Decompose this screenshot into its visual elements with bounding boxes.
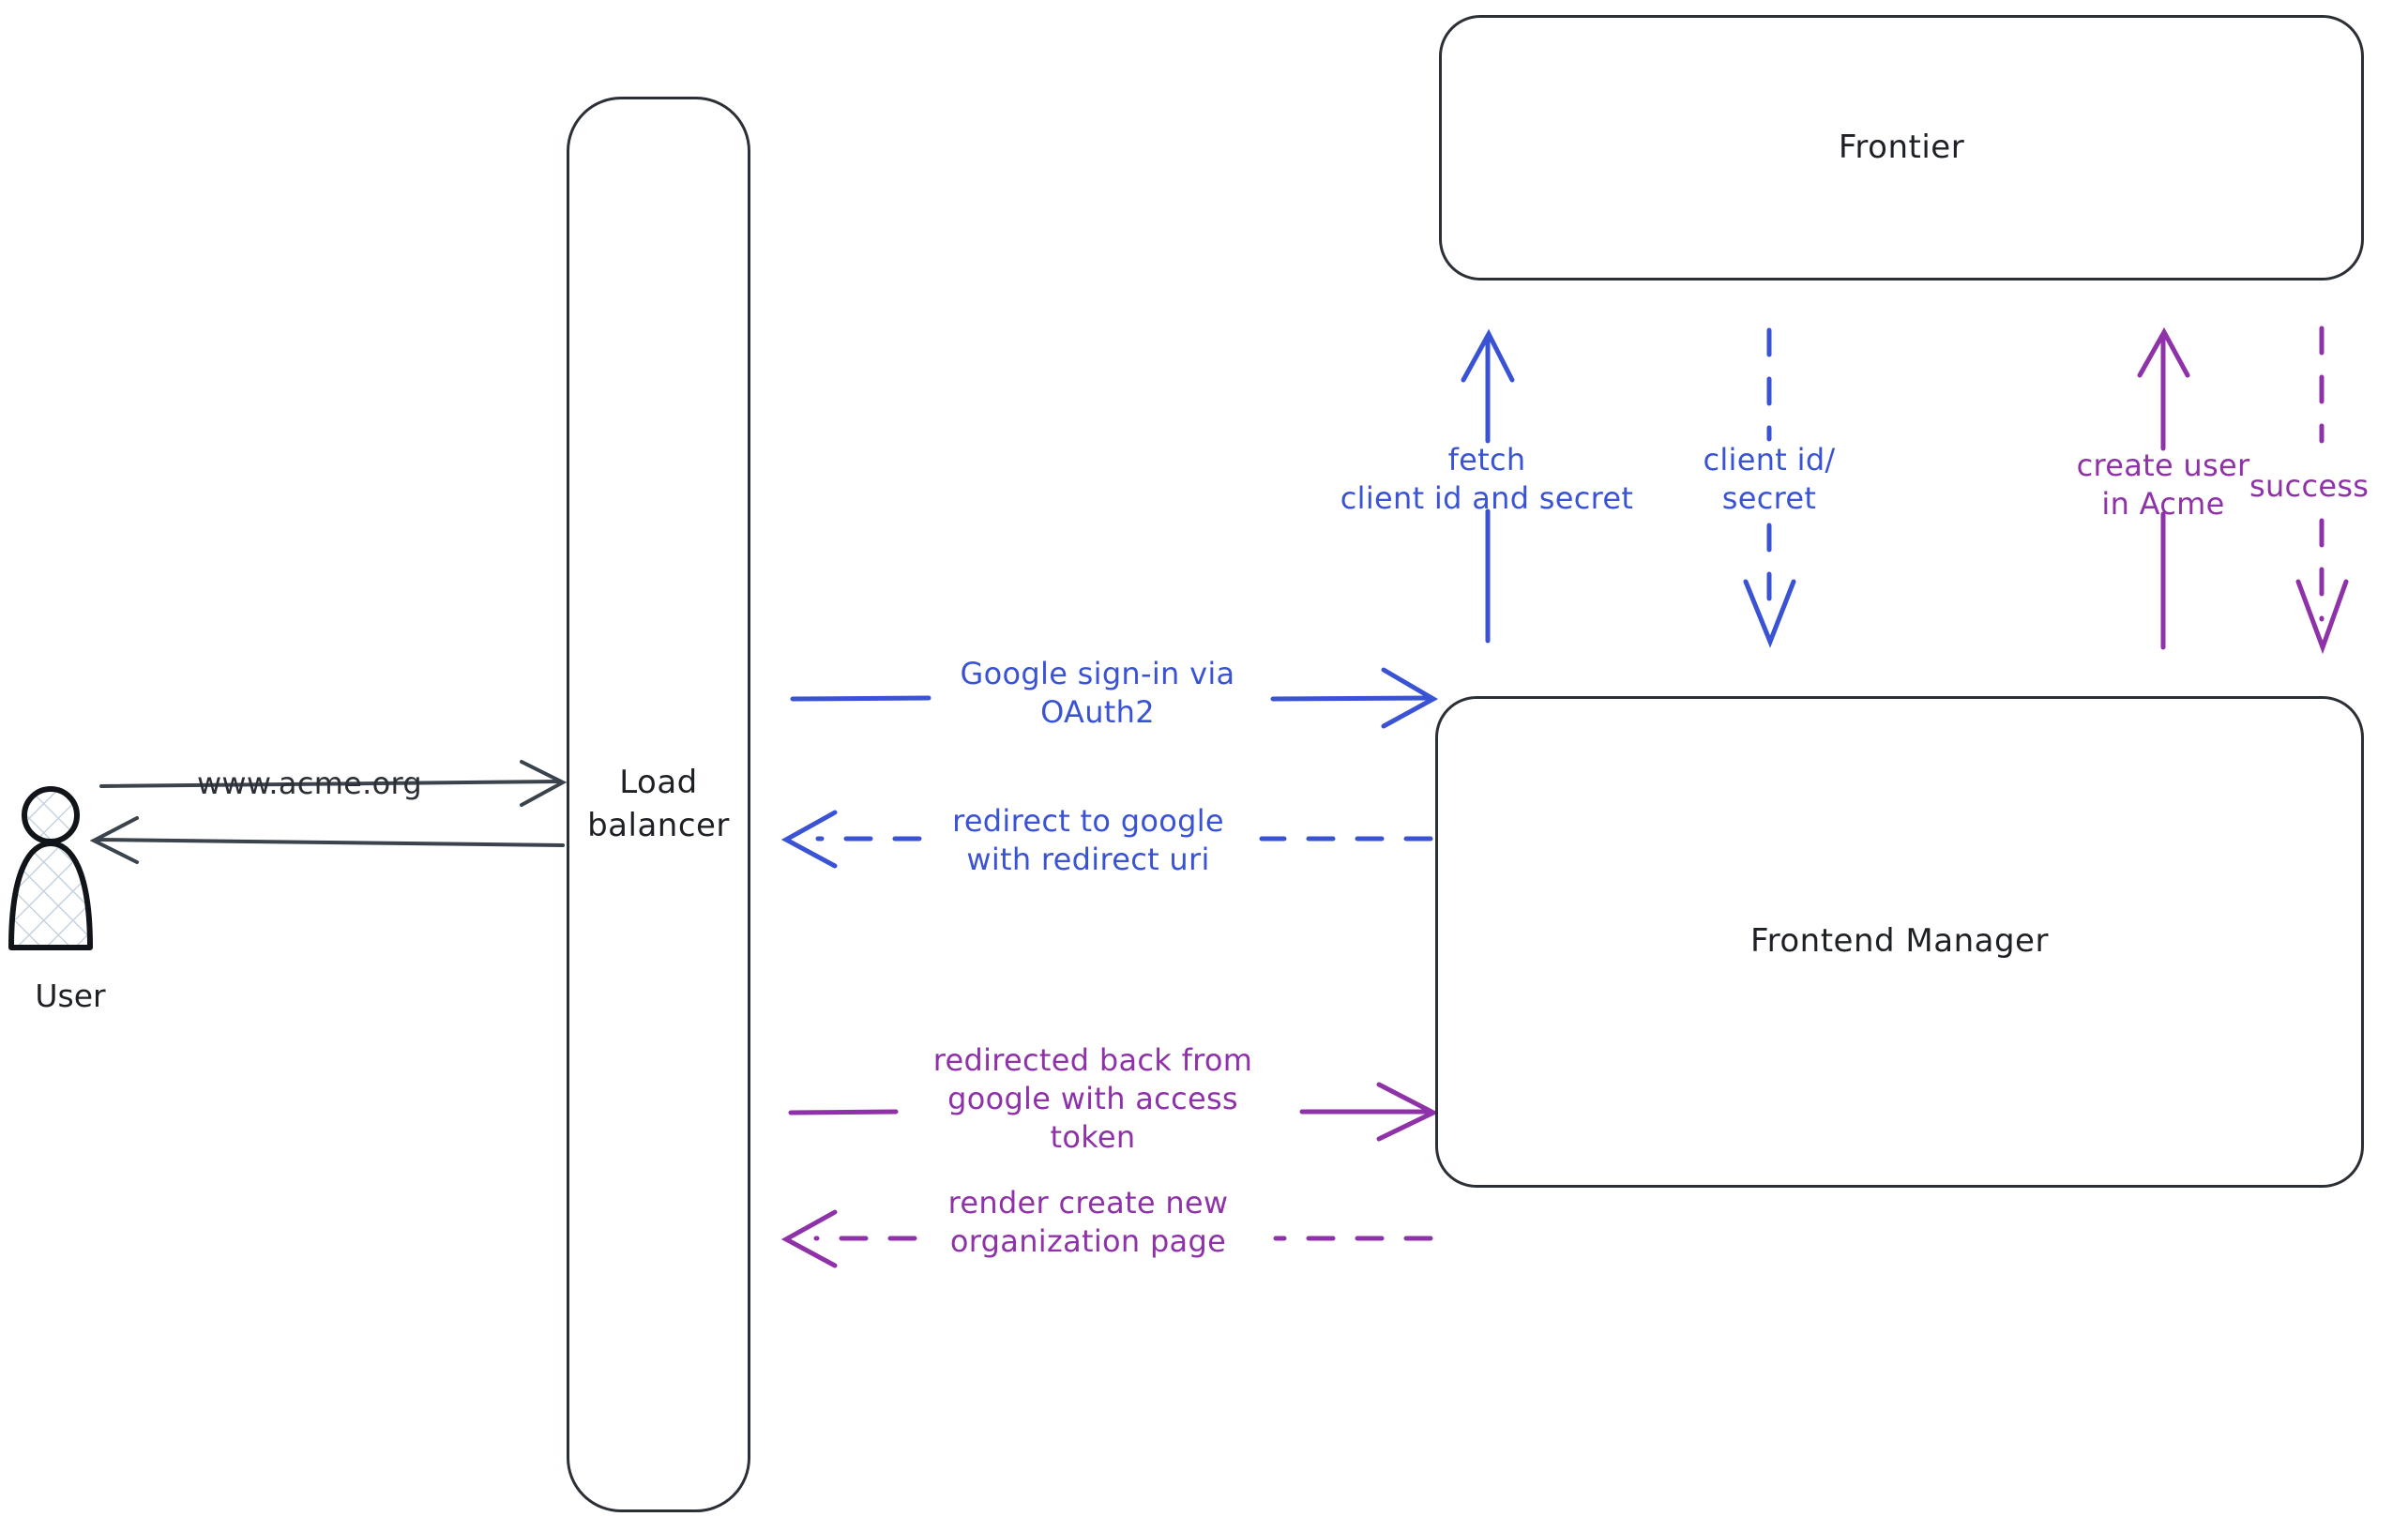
edge-label-user-to-lb: www.acme.org [196,766,423,801]
edge-label-frontier-to-fm-success: success [2249,468,2370,504]
node-frontier[interactable]: Frontier [1439,15,2364,281]
edge-label-fm-to-frontier-fetch: fetch client id and secret [1340,442,1634,516]
edge-label-frontier-to-fm-creds: client id/ secret [1703,442,1836,516]
edge-label-lb-to-fm-token: redirected back from google with access … [932,1042,1253,1155]
user-actor-label: User [35,978,106,1014]
node-load-balancer-label: Load balancer [587,763,730,844]
node-frontend-manager[interactable]: Frontend Manager [1435,696,2364,1188]
node-load-balancer[interactable]: Load balancer [567,97,750,1512]
edge-label-lb-to-fm-signin: Google sign-in via OAuth2 [960,656,1235,730]
edge-label-fm-to-frontier-create: create user in Acme [2076,447,2250,522]
edge-label-fm-to-lb-redirect: redirect to google with redirect uri [952,803,1224,877]
edge-label-fm-to-lb-render: render create new organization page [947,1185,1229,1259]
edge-lb-to-user [89,816,565,864]
node-frontend-manager-label: Frontend Manager [1750,922,2049,961]
user-actor-icon [8,786,93,950]
node-frontier-label: Frontier [1838,128,1965,166]
